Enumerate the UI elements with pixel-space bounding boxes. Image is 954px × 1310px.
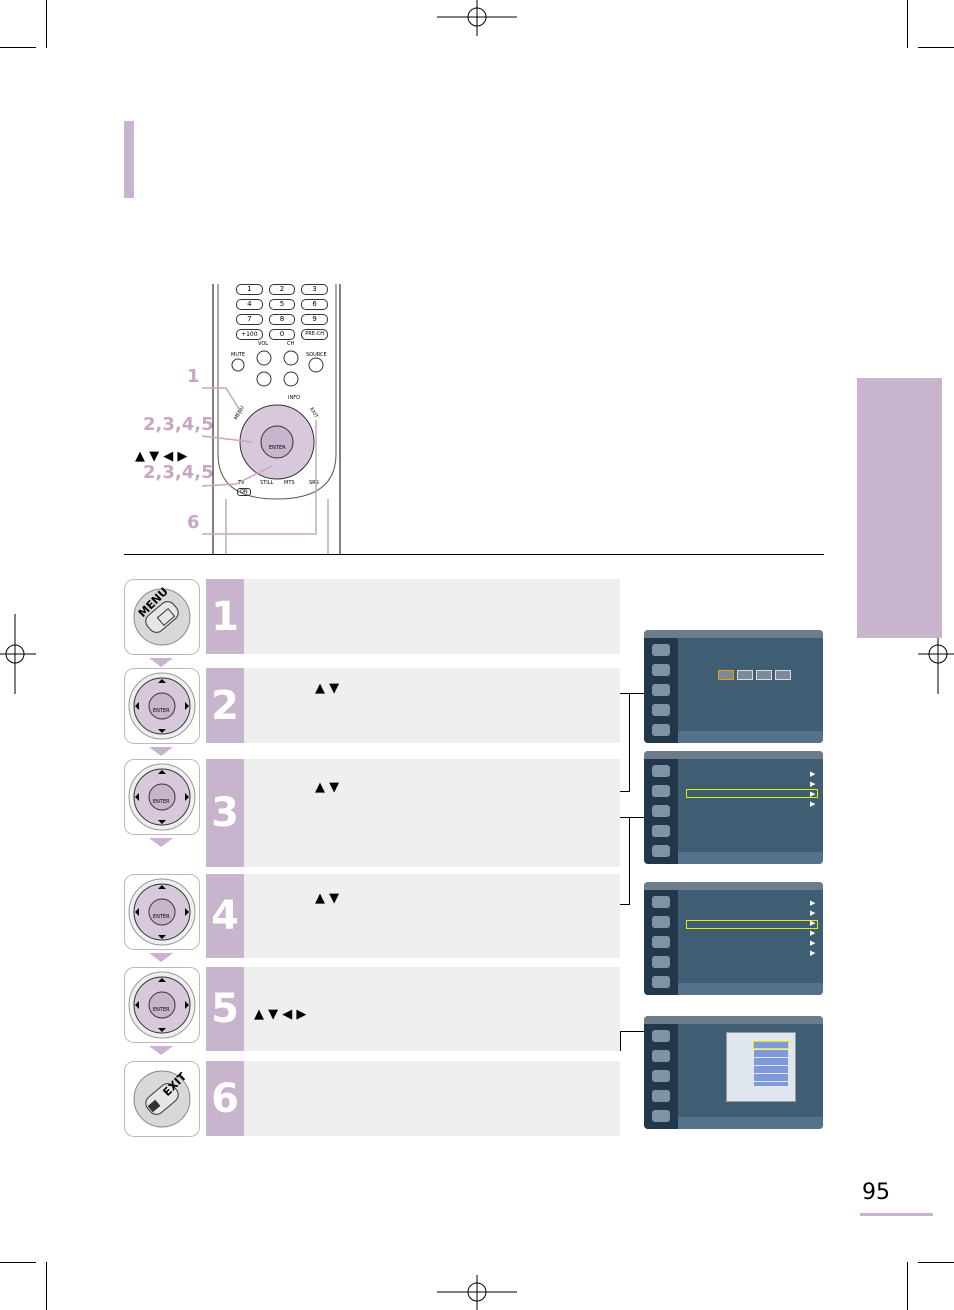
- callout-leader-lines: [201, 387, 317, 535]
- registration-mark-bottom: [437, 1275, 517, 1310]
- step-1-icon: MENU: [124, 579, 200, 655]
- step-5-number: 5: [206, 967, 244, 1051]
- step-2-number: 2: [206, 668, 244, 743]
- step-3-arrows: ▲ ▼: [315, 780, 340, 795]
- step-3-number: 3: [206, 759, 244, 867]
- page-number: 95: [862, 1180, 890, 1205]
- key-plus100[interactable]: +100: [236, 329, 263, 340]
- enter-icon-label: ENTER: [153, 914, 170, 920]
- osd-screen-1: [644, 630, 823, 743]
- key-7[interactable]: 7: [236, 314, 263, 325]
- callout-menu: 1: [187, 366, 200, 387]
- step-5-icon: ENTER: [124, 967, 200, 1043]
- key-5[interactable]: 5: [268, 299, 296, 310]
- key-3[interactable]: 3: [301, 284, 328, 295]
- step-2-icon: ENTER: [124, 668, 200, 744]
- enter-icon-label: ENTER: [153, 799, 170, 805]
- enter-icon-label: ENTER: [153, 1007, 170, 1013]
- enter-icon-label: ENTER: [153, 708, 170, 714]
- step-4-number: 4: [206, 874, 244, 958]
- key-6[interactable]: 6: [301, 299, 328, 310]
- step-arrow-2: [149, 747, 173, 756]
- key-9[interactable]: 9: [301, 314, 328, 325]
- number-keypad: 1 2 3 4 5 6 7 8 9 +100 0 PRE-CH: [236, 284, 328, 340]
- step-4-arrows: ▲ ▼: [315, 891, 340, 906]
- key-1[interactable]: 1: [236, 284, 263, 295]
- key-8[interactable]: 8: [268, 314, 296, 325]
- on-button[interactable]: ON: [237, 488, 251, 496]
- enter-label: ENTER: [269, 445, 286, 451]
- step-5-arrows: ▲ ▼ ◀ ▶: [254, 1007, 307, 1022]
- srs-label: SRS: [309, 480, 319, 486]
- step-2-box: ▲ ▼: [244, 668, 620, 743]
- info-label: INFO: [288, 395, 301, 401]
- step-arrow-3: [149, 838, 173, 847]
- key-2[interactable]: 2: [268, 284, 296, 295]
- remote-control: 1 2 3 4 5 6 7 8 9 +100 0 PRE-CH VOL CH M…: [212, 284, 342, 554]
- step-4-box: ▲ ▼: [244, 874, 620, 958]
- step-4-icon: ENTER: [124, 874, 200, 950]
- section-side-tab: [857, 378, 942, 638]
- step-arrow-1: [149, 658, 173, 667]
- vol-label: VOL: [258, 341, 269, 347]
- mute-label: MUTE: [231, 352, 246, 358]
- step-3-box: ▲ ▼: [244, 759, 620, 867]
- page-number-underline: [860, 1213, 933, 1216]
- key-0[interactable]: 0: [268, 329, 296, 340]
- step-1-box: [244, 579, 620, 654]
- callout-arrow-icons: ▲ ▼ ◀ ▶: [135, 449, 188, 464]
- osd-screen-4: [644, 1016, 823, 1129]
- step-arrow-5: [149, 1046, 173, 1055]
- step-3-icon: ENTER: [124, 759, 200, 835]
- step-arrow-4: [149, 953, 173, 962]
- key-4[interactable]: 4: [236, 299, 263, 310]
- step-6-box: [244, 1061, 620, 1136]
- still-label: STILL: [260, 480, 274, 486]
- key-pre-ch[interactable]: PRE-CH: [301, 329, 328, 340]
- mts-label: MTS: [284, 480, 295, 486]
- callout-exit: 6: [187, 512, 200, 533]
- step-6-icon: EXIT: [124, 1061, 200, 1137]
- tv-label: TV: [238, 480, 245, 486]
- osd-screen-2: ▶▶▶▶: [644, 751, 823, 864]
- osd-screen-3: ▶▶▶▶▶▶: [644, 882, 823, 995]
- source-label: SOURCE: [306, 352, 327, 358]
- step-5-box: ▲ ▼ ◀ ▶: [244, 967, 620, 1051]
- step-1-number: 1: [206, 579, 244, 654]
- section-divider: [124, 554, 824, 555]
- callout-enter-keys: 2,3,4,5: [143, 414, 214, 435]
- callout-arrow-keys: 2,3,4,5: [143, 462, 214, 483]
- ch-label: CH: [287, 341, 295, 347]
- registration-mark-top: [437, 0, 517, 36]
- title-accent-bar: [124, 121, 134, 198]
- registration-mark-left: [0, 614, 36, 694]
- step-6-number: 6: [206, 1061, 244, 1136]
- step-2-arrows: ▲ ▼: [315, 681, 340, 696]
